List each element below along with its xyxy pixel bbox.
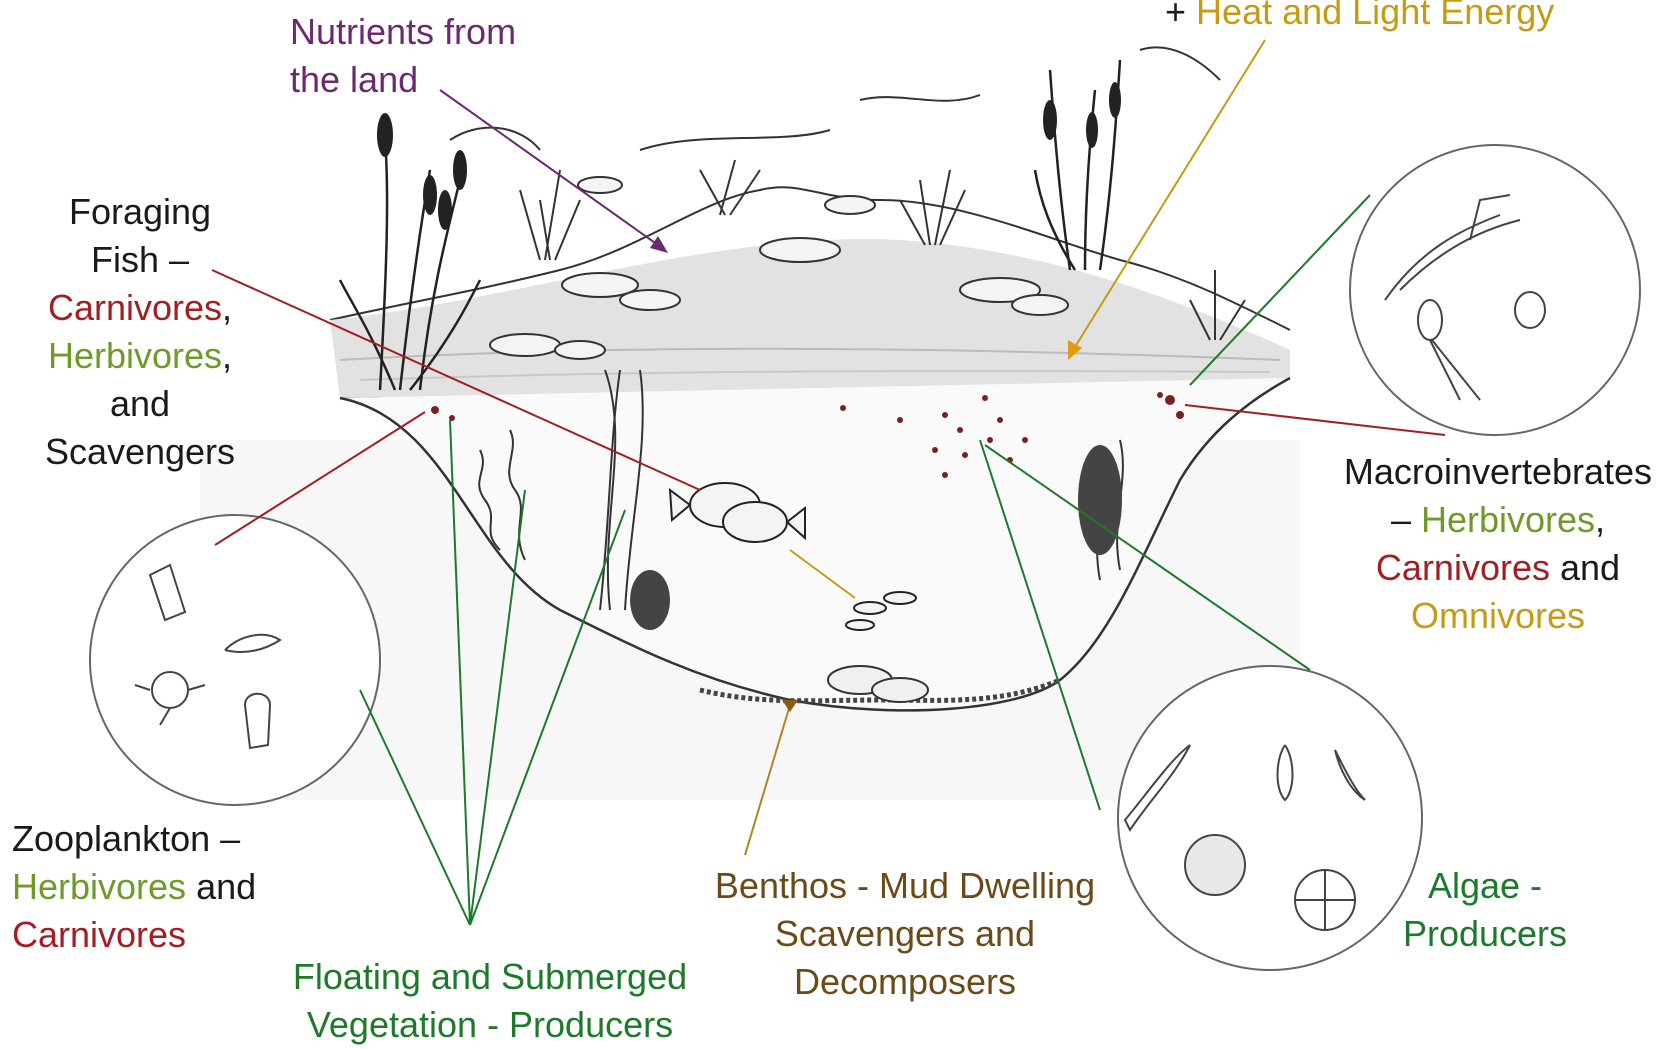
fish-herbivores: Herbivores (48, 335, 222, 376)
macro-herbivores: Herbivores (1421, 499, 1595, 540)
nutrients-label-line1: Nutrients from (290, 8, 516, 56)
benthos-line1: Benthos - Mud Dwelling (680, 862, 1130, 910)
nutrients-pointer (440, 90, 665, 250)
algae-label: Algae - Producers (1380, 862, 1590, 958)
nutrients-label: Nutrients from the land (290, 8, 516, 104)
energy-plus: + (1165, 0, 1186, 32)
fish-carnivores: Carnivores (48, 287, 222, 328)
benthos-label: Benthos - Mud Dwelling Scavengers and De… (680, 862, 1130, 1006)
fish-scavengers: Scavengers (20, 428, 260, 476)
vegetation-line1: Floating and Submerged (250, 953, 730, 1001)
benthos-line3: Decomposers (680, 958, 1130, 1006)
zoo-line1: Zooplankton – (12, 815, 256, 863)
macroinvertebrates-inset (1350, 145, 1640, 435)
nutrients-label-line2: the land (290, 56, 516, 104)
macro-comma: , (1595, 499, 1605, 540)
algae-inset (1118, 666, 1422, 970)
benthos-line2: Scavengers and (680, 910, 1130, 958)
algae-line2: Producers (1380, 910, 1590, 958)
energy-label: + Heat and Light Energy (1165, 0, 1554, 36)
macroinvertebrates-label: Macroinvertebrates – Herbivores, Carnivo… (1318, 448, 1678, 640)
zoo-herbivores: Herbivores (12, 866, 186, 907)
nutrients-arrowhead (650, 236, 668, 253)
macro-dash: – (1391, 499, 1421, 540)
vegetation-line2: Vegetation - Producers (250, 1001, 730, 1049)
fish-label: Foraging Fish – Carnivores, Herbivores, … (20, 188, 260, 476)
macro-omnivores: Omnivores (1318, 592, 1678, 640)
fish-comma2: , (222, 335, 232, 376)
fish-comma1: , (222, 287, 232, 328)
zoo-carnivores: Carnivores (12, 911, 256, 959)
zoo-and: and (186, 866, 256, 907)
energy-text: Heat and Light Energy (1196, 0, 1554, 32)
water-surface (330, 239, 1290, 398)
vegetation-label: Floating and Submerged Vegetation - Prod… (250, 953, 730, 1049)
fish-and: and (20, 380, 260, 428)
macro-and: and (1550, 547, 1620, 588)
macro-carnivores: Carnivores (1376, 547, 1550, 588)
zooplankton-label: Zooplankton – Herbivores and Carnivores (12, 815, 256, 959)
algae-line1: Algae - (1380, 862, 1590, 910)
macro-line1: Macroinvertebrates (1318, 448, 1678, 496)
fish-label-line1: Foraging (20, 188, 260, 236)
cattails-right (1035, 60, 1120, 270)
zooplankton-inset (90, 515, 380, 805)
fish-label-line2: Fish – (20, 236, 260, 284)
